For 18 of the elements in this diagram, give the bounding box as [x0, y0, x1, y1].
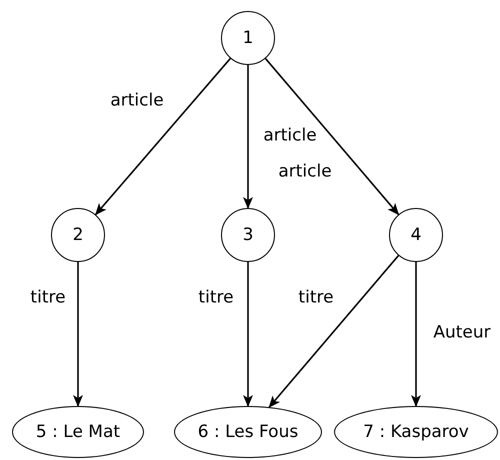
circle-node: [221, 11, 275, 65]
node-label: 3: [242, 225, 254, 245]
node-label: 7 : Kasparov: [363, 422, 469, 442]
node-label: 5 : Le Mat: [36, 422, 120, 442]
arrow: [264, 58, 400, 216]
circle-node: [51, 208, 105, 262]
arrow: [411, 262, 421, 407]
node-label: 1: [242, 28, 254, 48]
circle-node: [389, 208, 443, 262]
arrow: [73, 262, 83, 407]
node-label: 6 : Les Fous: [198, 422, 298, 442]
arrow: [243, 65, 253, 209]
arrow: [243, 262, 253, 407]
arrow: [268, 255, 400, 408]
node-label: 2: [72, 225, 84, 245]
node-label: 4: [410, 225, 422, 245]
circle-node: [221, 208, 275, 262]
arrow: [94, 58, 231, 216]
